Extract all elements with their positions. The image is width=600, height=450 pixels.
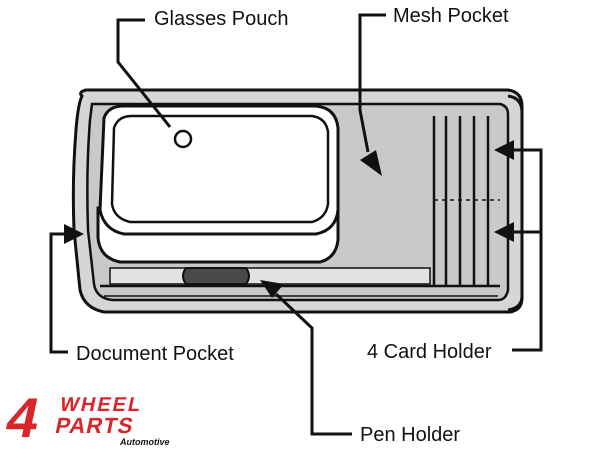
logo-word-top: WHEEL xyxy=(58,394,145,416)
label-mesh-pocket: Mesh Pocket xyxy=(393,5,509,27)
callout-pen-holder xyxy=(260,280,352,436)
card-holder-slots xyxy=(432,116,500,286)
arrow-head-icon xyxy=(360,150,382,176)
arrow-head-icon xyxy=(260,280,284,298)
frame-right-cap xyxy=(507,94,524,312)
arrow-head-icon xyxy=(494,222,514,242)
logo-tagline: Automotive xyxy=(119,437,170,447)
label-document-pocket: Document Pocket xyxy=(76,343,234,365)
arrow-head-icon xyxy=(494,140,514,160)
arrow-head-icon xyxy=(64,224,84,244)
four-wheel-parts-logo: 4 WHEEL PARTS Automotive xyxy=(1,387,170,449)
callout-document-pocket xyxy=(49,224,84,354)
logo-word-bottom: PARTS xyxy=(53,413,136,438)
logo-number: 4 xyxy=(1,387,46,449)
callout-card-holder xyxy=(494,140,543,352)
callout-mesh-pocket xyxy=(358,13,386,176)
callout-glasses-pouch xyxy=(116,18,172,128)
glasses-pouch-flap-inner xyxy=(110,114,330,224)
snap-button-icon xyxy=(173,129,193,149)
label-pen-holder: Pen Holder xyxy=(360,424,461,446)
document-pocket-band xyxy=(109,267,431,285)
pen-holder xyxy=(182,267,250,285)
label-glasses-pouch: Glasses Pouch xyxy=(154,8,289,30)
label-card-holder: 4 Card Holder xyxy=(367,341,492,363)
